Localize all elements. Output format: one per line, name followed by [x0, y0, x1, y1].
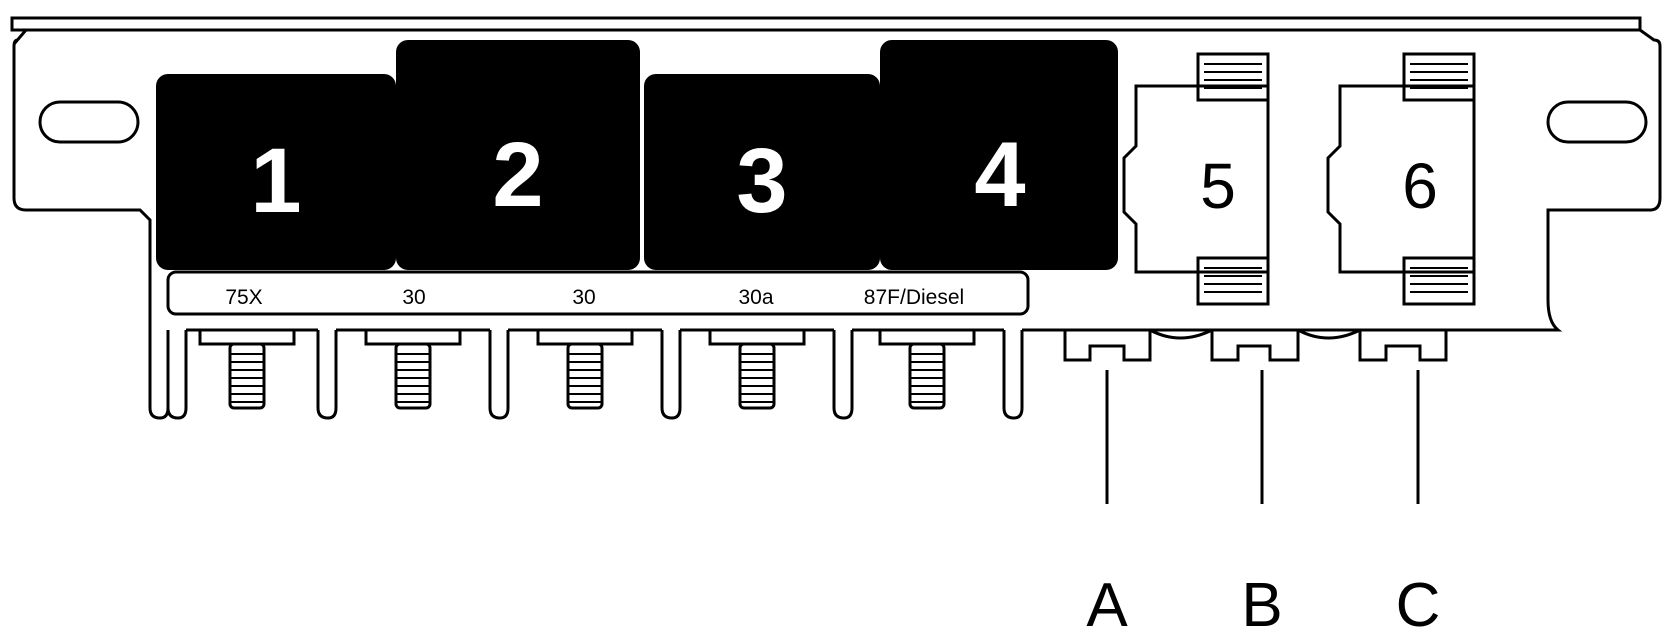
- stud-3: [536, 328, 634, 410]
- top-rail: [10, 16, 1642, 32]
- fuse-number-2: 2: [492, 124, 543, 226]
- fuse-block-1: [156, 74, 396, 270]
- terminal-label-3: 30: [572, 286, 595, 309]
- stud-2: [364, 328, 462, 410]
- relay-6: [1326, 52, 1476, 306]
- terminal-tabs: [1063, 328, 1448, 362]
- right-mounting-slot: [1546, 100, 1648, 144]
- fuse-block-2: [396, 40, 640, 270]
- stud-4: [708, 328, 806, 410]
- terminal-label-1: 75X: [225, 286, 262, 309]
- relay-5: [1122, 52, 1270, 306]
- terminal-label-strip: [166, 270, 1030, 316]
- relay-number-6: 6: [1402, 150, 1438, 222]
- fuse-block-3: [644, 74, 880, 270]
- fuse-number-3: 3: [736, 130, 787, 232]
- terminal-label-2: 30: [402, 286, 425, 309]
- stud-5: [878, 328, 976, 410]
- callout-label-c: C: [1396, 571, 1441, 640]
- terminal-label-4: 30a: [738, 286, 773, 309]
- fuse-block-4: [880, 40, 1118, 270]
- bracket-top-edge: [12, 28, 1640, 45]
- fuse-number-4: 4: [974, 124, 1025, 226]
- fuse-number-1: 1: [250, 130, 301, 232]
- callout-label-a: A: [1086, 571, 1128, 640]
- stud-1: [198, 328, 296, 410]
- terminal-label-5: 87F/Diesel: [864, 286, 964, 309]
- callout-label-b: B: [1241, 571, 1282, 640]
- relay-number-5: 5: [1200, 150, 1236, 222]
- left-mounting-slot: [38, 100, 140, 144]
